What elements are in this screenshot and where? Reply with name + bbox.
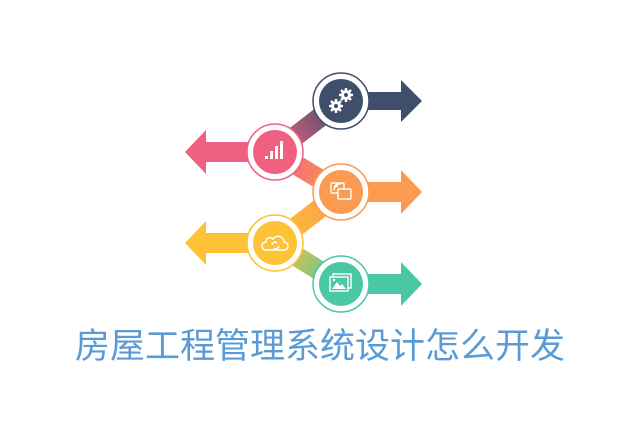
arrow-right-step-3 [350, 170, 422, 214]
bar-chart-icon [265, 141, 283, 159]
image-gallery-icon [329, 273, 352, 292]
arrow-left-step-4 [185, 221, 265, 265]
arrow-right-step-5 [350, 262, 422, 306]
step-3-node [312, 163, 370, 221]
page-title: 房屋工程管理系统设计怎么开发 [74, 327, 565, 367]
step-5-node [312, 255, 370, 313]
step-4-node [246, 214, 304, 272]
cloud-sync-icon [261, 235, 289, 251]
step-2-node [246, 123, 304, 181]
gears-icon [329, 88, 353, 113]
screen-cast-icon [330, 182, 352, 200]
arrow-left-step-2 [185, 130, 265, 174]
step-1-node [312, 72, 370, 130]
arrow-right-step-1 [350, 80, 422, 122]
